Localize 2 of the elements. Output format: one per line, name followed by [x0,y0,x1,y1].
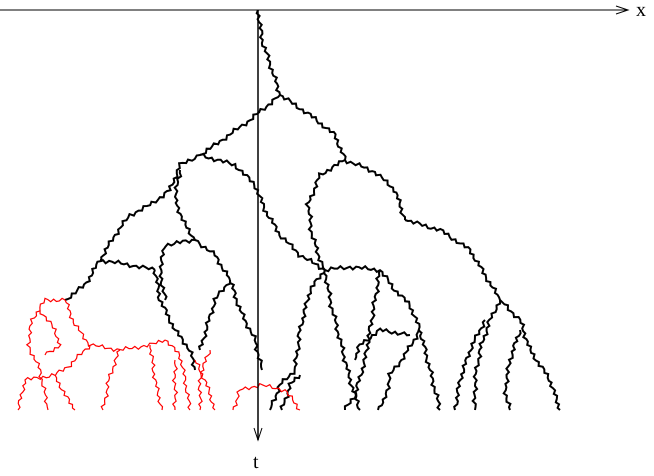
axis-label: t [253,452,259,472]
axis-label: x [636,0,646,20]
